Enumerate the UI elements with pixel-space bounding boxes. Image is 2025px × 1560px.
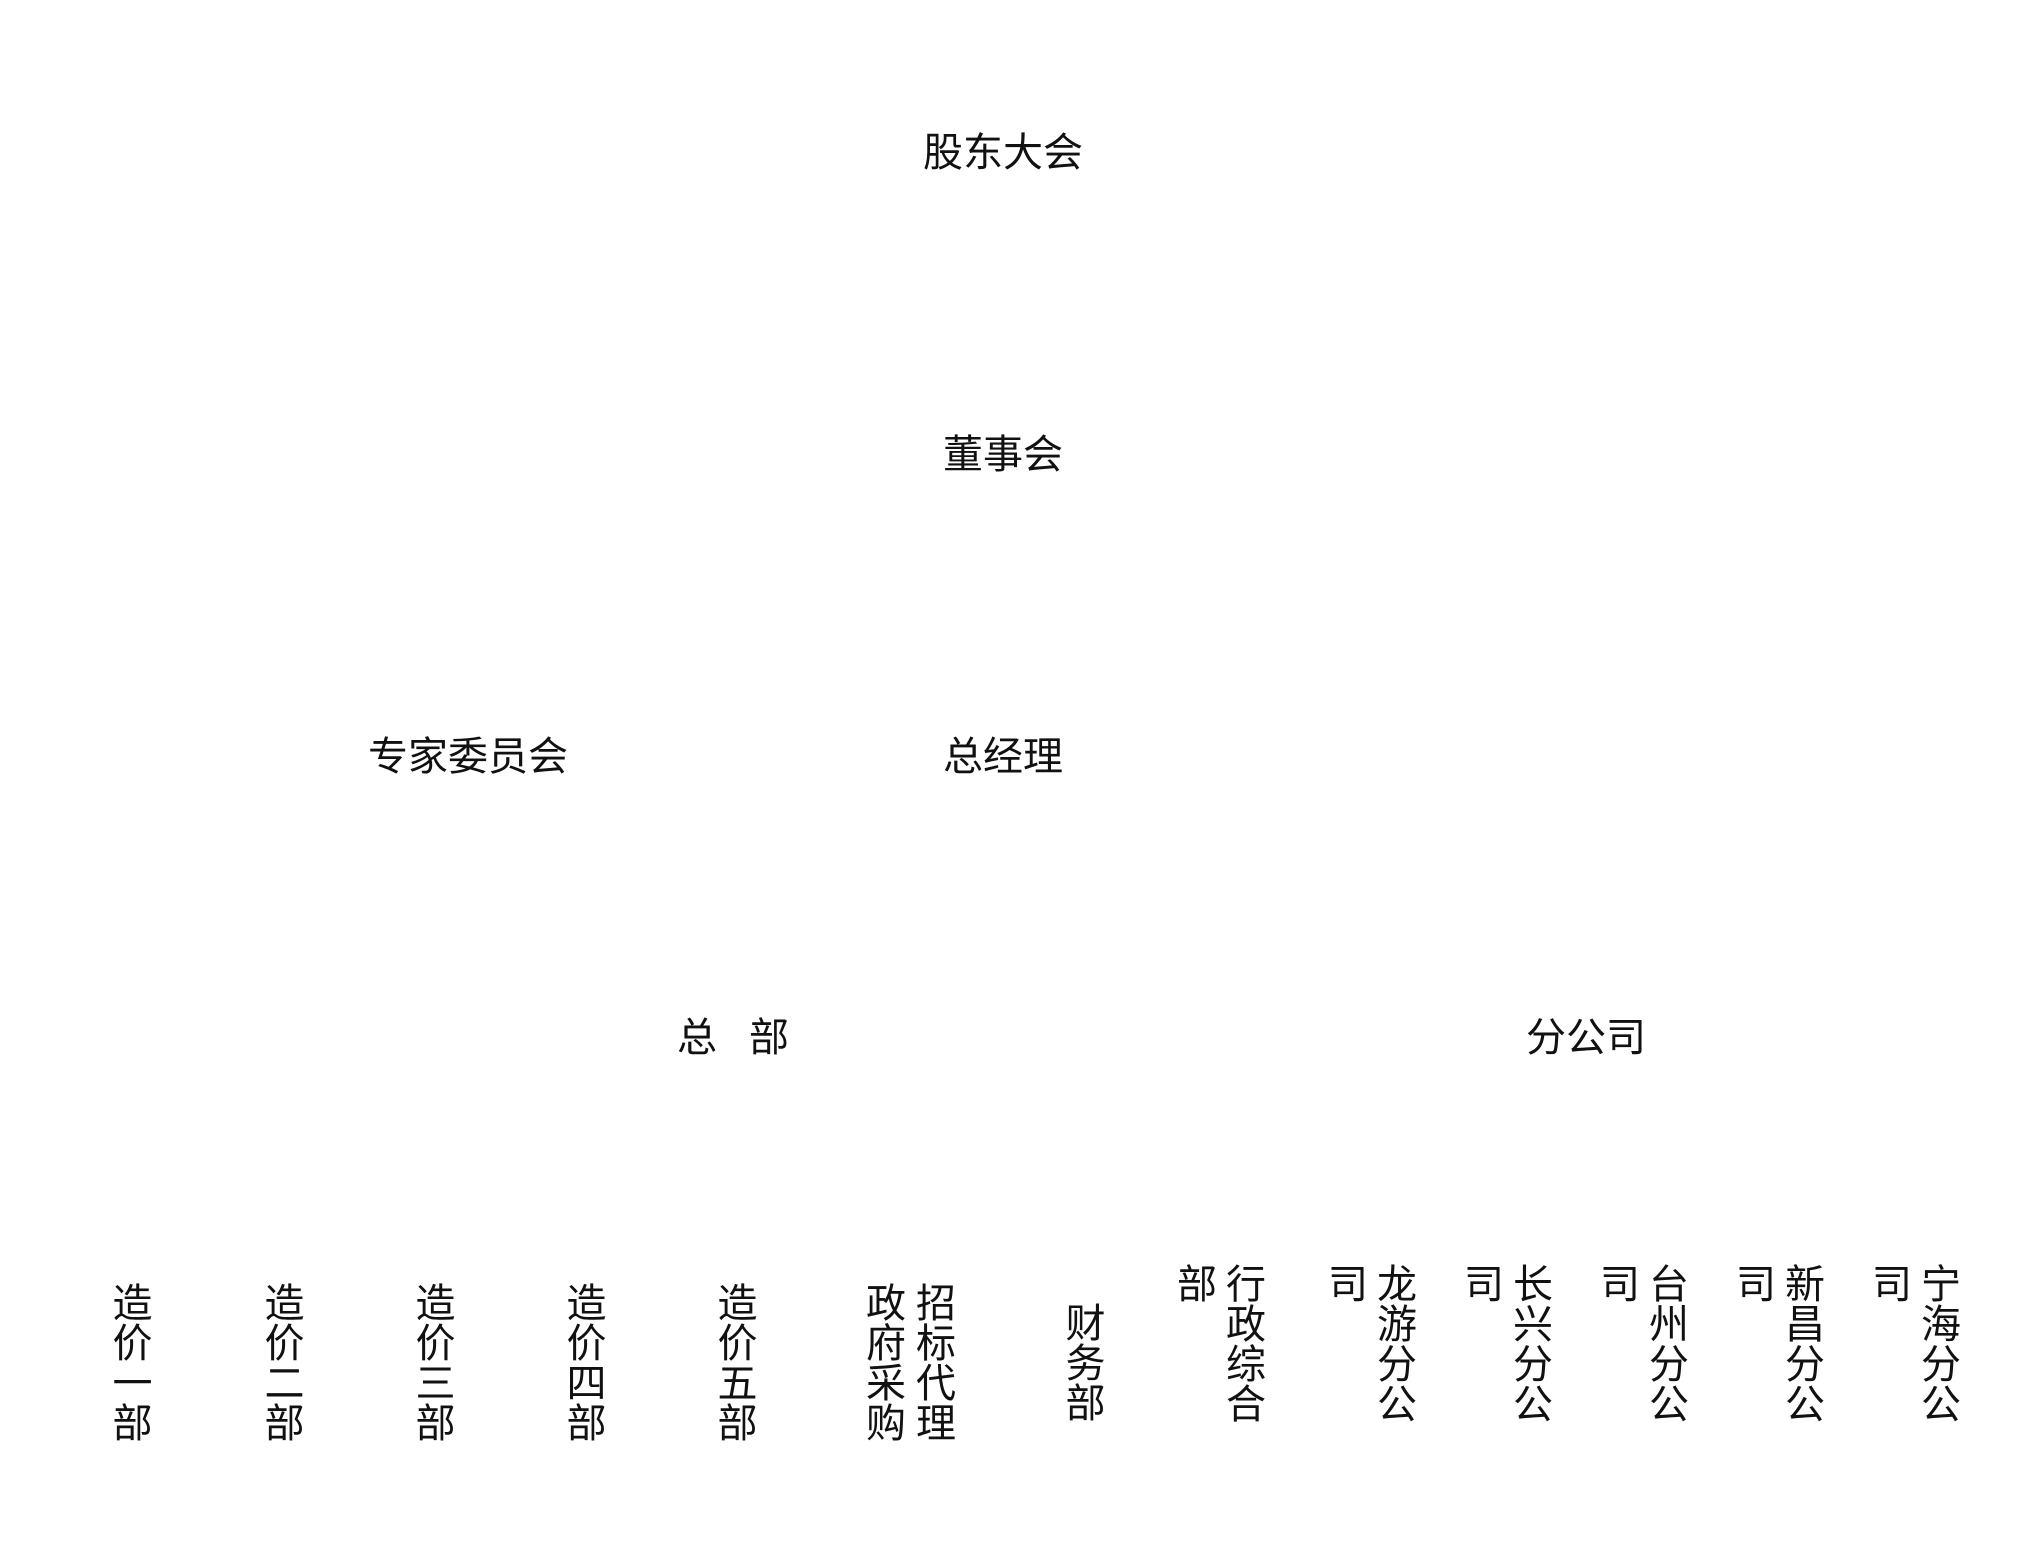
node-branch-companies: 分公司 bbox=[1526, 1015, 1646, 1061]
dept-cost-5: 造价五部 bbox=[710, 1282, 757, 1442]
dept-administration: 行政综合部 bbox=[1170, 1263, 1265, 1423]
branch-xinchang: 新昌分公司 bbox=[1729, 1263, 1824, 1423]
dept-cost-2: 造价二部 bbox=[257, 1282, 304, 1442]
branch-longyou: 龙游分公司 bbox=[1321, 1263, 1416, 1423]
node-board-of-directors: 董事会 bbox=[943, 432, 1063, 478]
dept-finance: 财务部 bbox=[1058, 1302, 1105, 1422]
dept-cost-1: 造价一部 bbox=[105, 1282, 152, 1442]
branch-ninghai: 宁海分公司 bbox=[1865, 1263, 1960, 1423]
node-expert-committee: 专家委员会 bbox=[368, 734, 568, 780]
branch-changxing: 长兴分公司 bbox=[1457, 1263, 1552, 1423]
dept-cost-3: 造价三部 bbox=[408, 1282, 455, 1442]
node-shareholders-meeting: 股东大会 bbox=[923, 130, 1083, 176]
node-general-manager: 总经理 bbox=[943, 734, 1063, 780]
dept-cost-4: 造价四部 bbox=[559, 1282, 606, 1442]
dept-bidding-procurement: 招标代理 政府采购 bbox=[859, 1282, 955, 1442]
branch-taizhou: 台州分公司 bbox=[1593, 1263, 1688, 1423]
node-headquarters: 总部 bbox=[677, 1015, 821, 1061]
